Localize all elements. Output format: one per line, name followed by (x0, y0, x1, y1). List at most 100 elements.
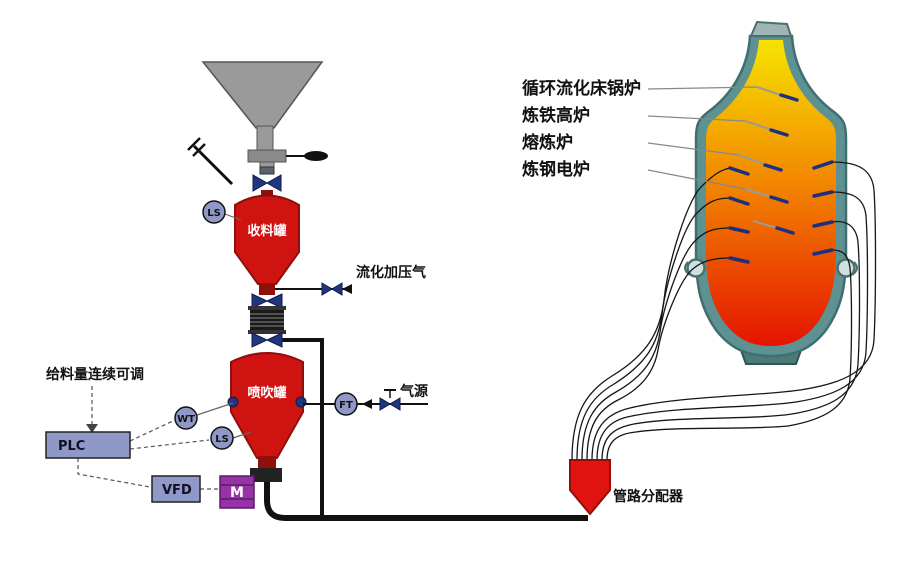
tank-outlet-neck (259, 284, 275, 295)
bellows-body (250, 310, 284, 330)
application-label: 炼钢电炉 (522, 159, 590, 180)
weight-sensor: WT (174, 402, 234, 430)
tank-outlet-stub (258, 456, 276, 470)
aeration-nozzle-icon (227, 396, 239, 408)
distributor-label: 管路分配器 (613, 488, 684, 505)
receiving-tank: 收料罐 (234, 166, 300, 309)
expansion-joint (248, 306, 286, 334)
application-label: 熔炼炉 (522, 132, 573, 153)
vfd-box (151, 475, 201, 503)
butterfly-valve-icon (265, 293, 283, 309)
butterfly-valve-icon (265, 174, 282, 192)
injection-tank: 喷吹罐 (227, 332, 307, 482)
lever-flange (187, 137, 201, 151)
valve-icon (321, 282, 333, 296)
butterfly-valve-icon (252, 174, 269, 192)
sensor-circle (174, 406, 198, 430)
distributor-body (569, 459, 611, 516)
sensor-label: FT (339, 400, 353, 411)
leader-line (647, 115, 746, 122)
sensor-circle (334, 392, 358, 416)
trunnion-hook-right (851, 261, 858, 276)
application-label: 循环流化床锅炉 (522, 78, 641, 99)
flow-arrow-icon (362, 399, 372, 409)
feed-hopper (187, 61, 328, 186)
butterfly-valve-icon (265, 332, 283, 348)
application-label: 炼铁高炉 (522, 105, 590, 126)
gas-source-line: FT 气源 (303, 383, 428, 416)
plc-label: PLC (58, 439, 85, 454)
receiving-tank-body (234, 194, 300, 285)
sensor-label: WT (177, 414, 195, 425)
control-dashed-line (77, 458, 151, 488)
furnace-cap (749, 20, 793, 37)
injection-nozzle-icon (728, 166, 750, 176)
lance-annotations (647, 86, 799, 235)
lance-tip-icon (779, 93, 799, 102)
level-sensor-lower: LS (210, 426, 252, 450)
valve-icon (379, 397, 391, 411)
butterfly-valve-icon (251, 293, 269, 309)
main-conveying-pipe (264, 472, 588, 521)
lance-tip-icon (769, 128, 789, 137)
injection-nozzle-icon (728, 196, 750, 206)
conveying-pipe-line (581, 227, 731, 461)
lever-flange (192, 143, 206, 157)
sensor-line (224, 213, 242, 221)
injection-nozzle-icon (728, 256, 750, 264)
furnace-application-list: 循环流化床锅炉 炼铁高炉 熔炼炉 炼钢电炉 (522, 78, 641, 180)
plc-box (45, 431, 131, 459)
funnel (201, 61, 324, 129)
level-sensor-upper: LS (202, 200, 242, 224)
leader-line (647, 169, 746, 190)
injection-nozzle-icon (812, 248, 834, 256)
gas-source-label: 气源 (399, 383, 428, 400)
pressurizing-air-pipe (282, 338, 324, 518)
conveying-pipe-line (596, 191, 869, 461)
injection-tank-label: 喷吹罐 (247, 385, 286, 401)
motor-box (219, 475, 255, 509)
leader-line (647, 86, 758, 90)
bellows-flange (248, 306, 286, 310)
manual-lever (192, 144, 234, 186)
sensor-circle (202, 200, 226, 224)
conveying-pipe-line (576, 197, 731, 461)
rotary-feeder (250, 468, 282, 482)
control-dashed-line (129, 420, 174, 442)
valve-icon (389, 397, 401, 411)
handwheel-icon (304, 151, 328, 161)
flow-arrow-icon (342, 284, 352, 294)
conveying-pipe-line (601, 220, 861, 461)
receiving-tank-label: 收料罐 (247, 223, 286, 239)
conveying-pipe-bundle (571, 160, 877, 461)
feed-note-label: 给料量连续可调 (46, 366, 144, 383)
sensor-line (232, 431, 252, 439)
sensor-label: LS (215, 434, 229, 445)
injection-nozzle-icon (812, 160, 834, 170)
sensor-circle (210, 426, 234, 450)
butterfly-valve-icon (251, 332, 269, 348)
conveying-pipe-line (591, 161, 877, 461)
sensor-label: LS (207, 208, 221, 219)
pipeline-distributor: 管路分配器 (569, 459, 684, 516)
conveying-pipe-line (606, 249, 853, 461)
injection-nozzle-icon (728, 226, 750, 234)
lance-tip-icon (769, 195, 789, 204)
injection-tank-body (230, 352, 304, 459)
control-system: 给料量连续可调 PLC VFD M (45, 366, 255, 509)
bellows-flange (248, 330, 286, 334)
furnace-melt (706, 40, 836, 346)
fluidizing-gas-line: 流化加压气 (275, 264, 426, 296)
vfd-label: VFD (162, 483, 192, 498)
lance-tip-icon (775, 226, 795, 235)
slide-gate-valve (247, 149, 287, 163)
lance-tip-icon (763, 163, 783, 172)
valve-actuator (259, 166, 275, 175)
leader-line (647, 142, 740, 156)
control-dashed-line (129, 439, 210, 450)
valve-icon (331, 282, 343, 296)
arrow-down-icon (86, 424, 98, 433)
funnel-stem (256, 125, 274, 151)
